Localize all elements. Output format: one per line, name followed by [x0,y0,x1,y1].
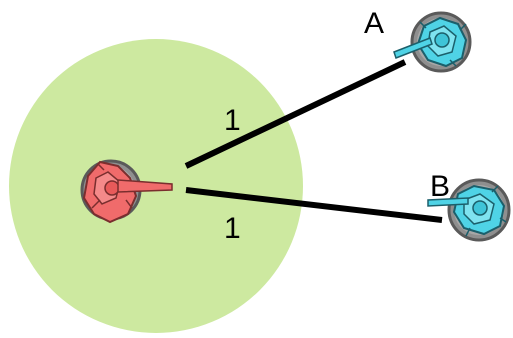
target-a-miniature-icon [393,11,472,73]
target-label-b: B [430,170,450,203]
range-label-upper: 1 [224,104,241,137]
red-miniature-icon [80,159,173,224]
range-line-a [184,59,407,169]
target-b-miniature-icon [427,178,511,242]
range-line-b [185,187,443,223]
target-label-a: A [364,7,384,40]
range-label-lower: 1 [224,212,241,245]
